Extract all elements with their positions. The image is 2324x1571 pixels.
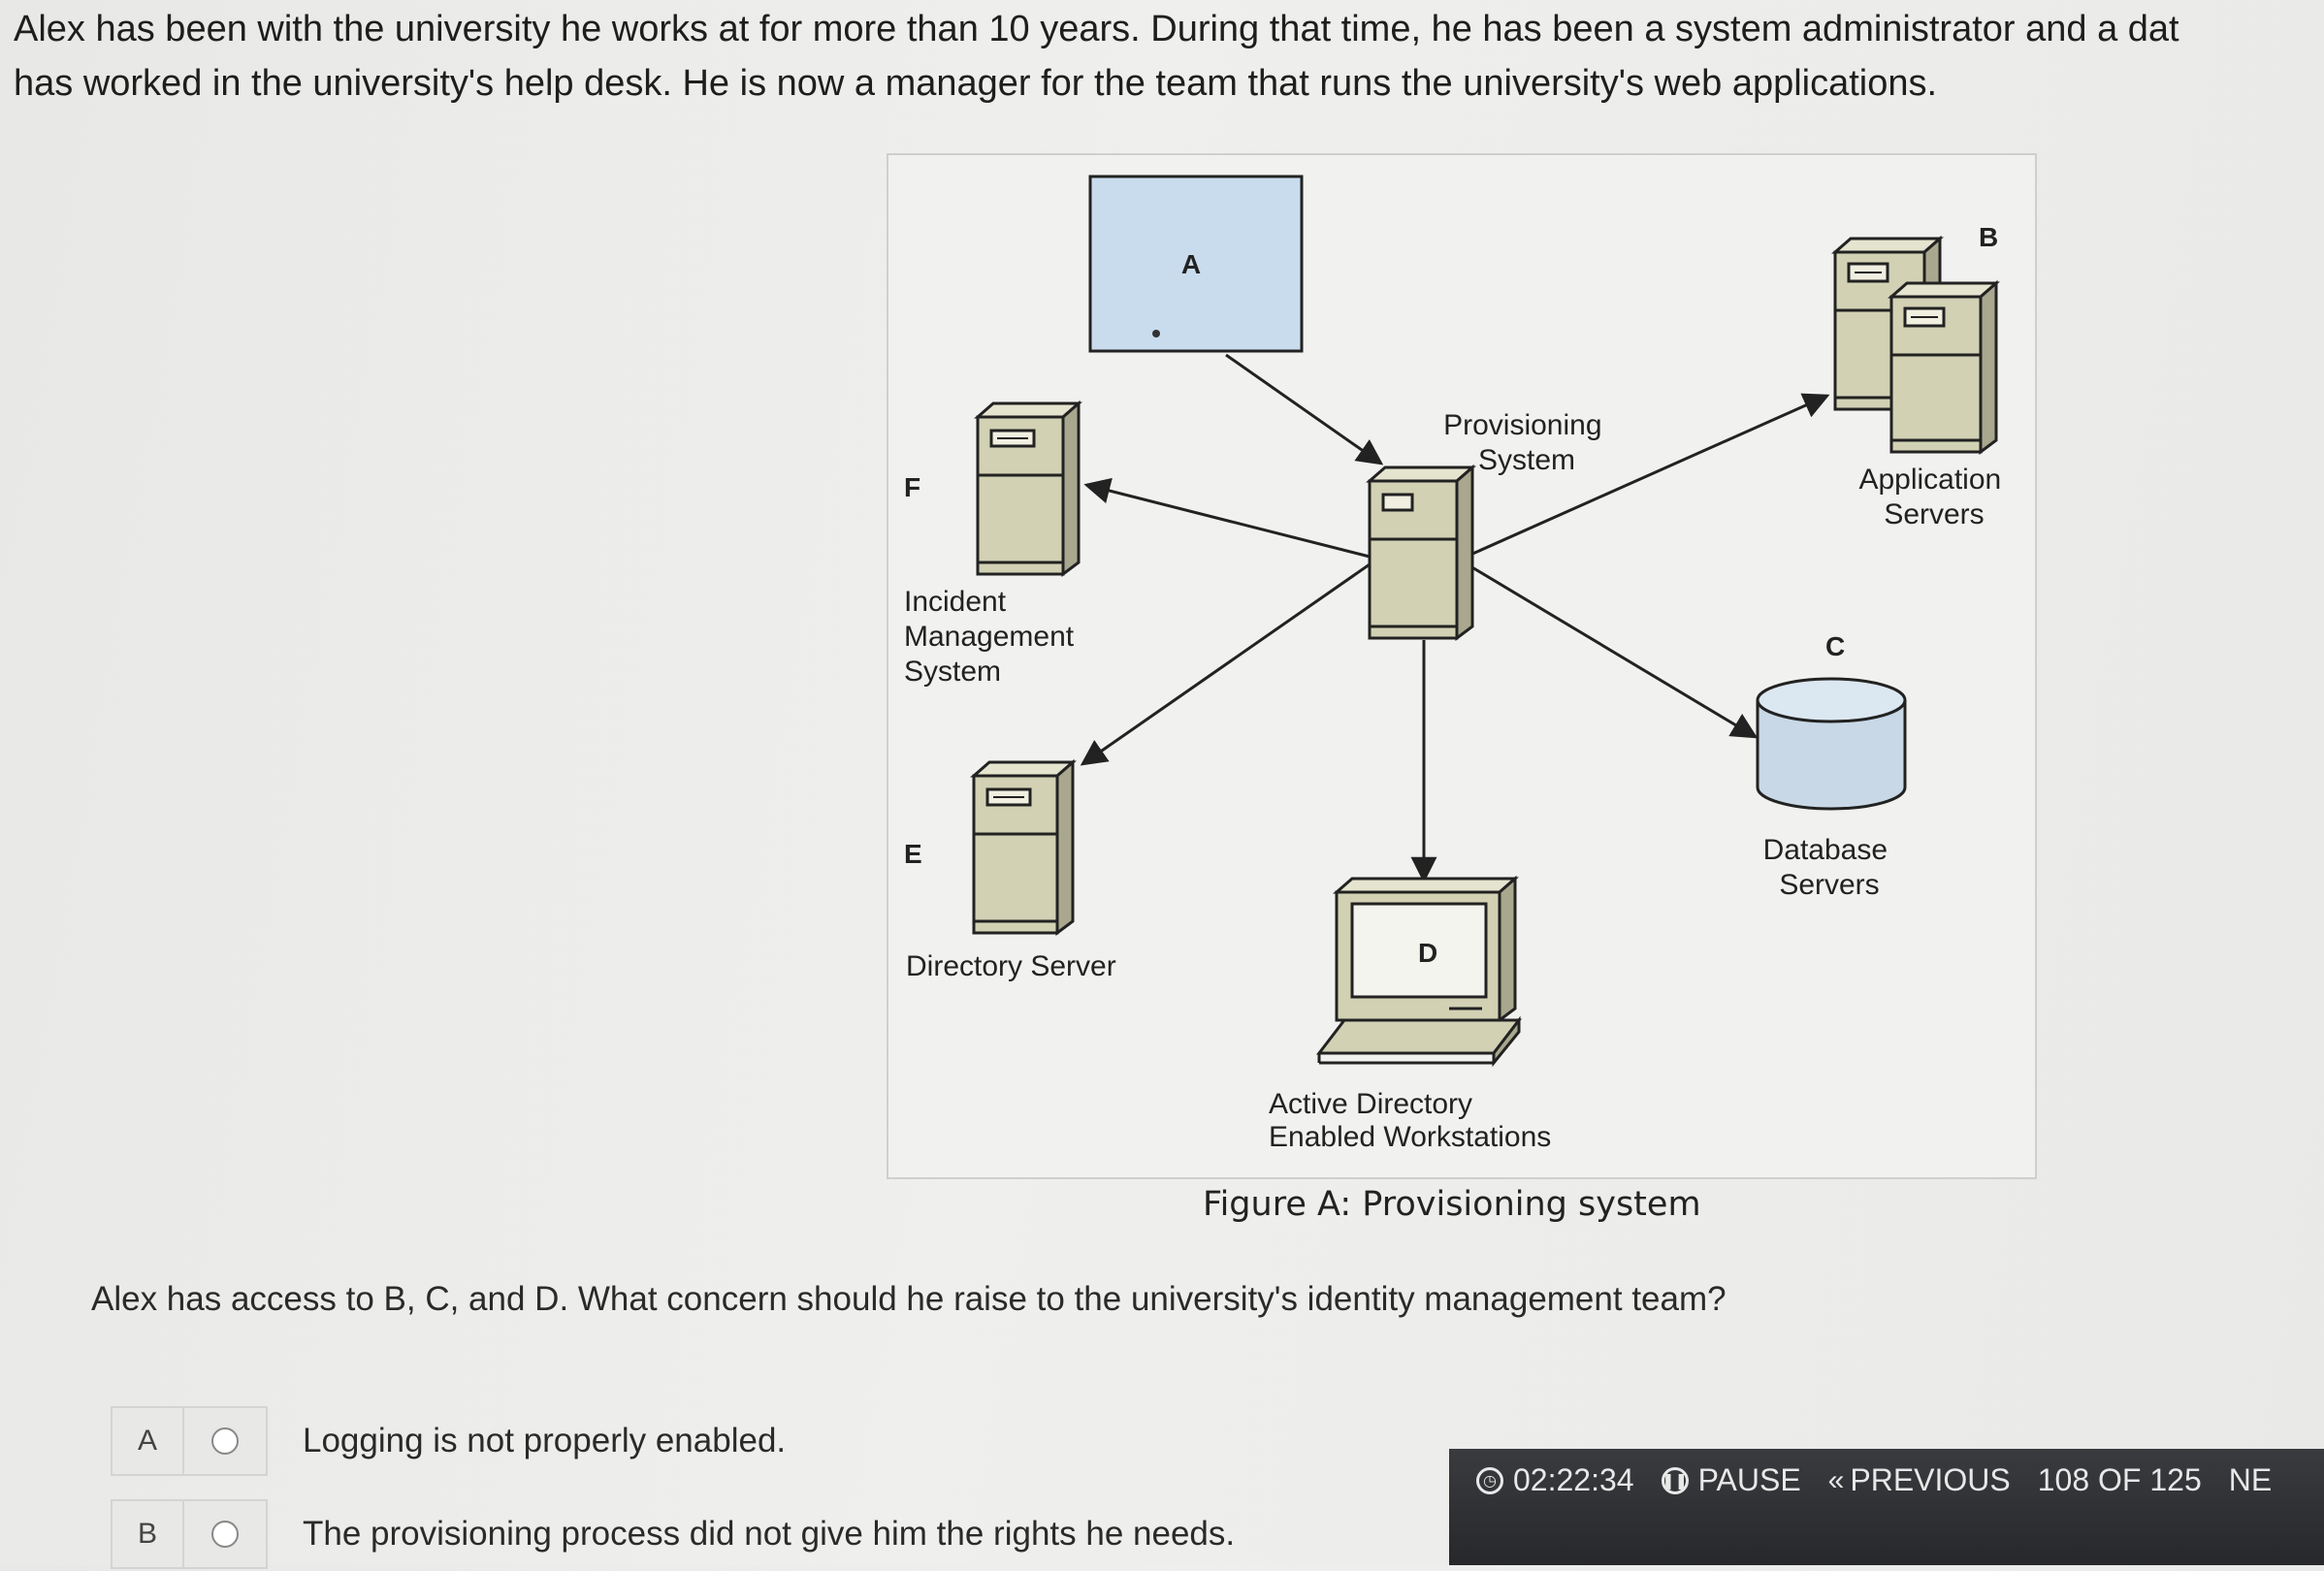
node-b-application-servers-icon — [1831, 235, 2000, 455]
arrow-a-to-provisioning — [1225, 353, 1384, 465]
exam-toolbar: ◷ 02:22:34 ❚❚ PAUSE « PREVIOUS 108 OF 12… — [1449, 1449, 2324, 1565]
next-button[interactable]: NE — [2229, 1462, 2272, 1498]
answer-option-a[interactable]: A Logging is not properly enabled. — [111, 1404, 786, 1478]
label-incident-management: Incident Management System — [904, 586, 1081, 688]
previous-label: PREVIOUS — [1850, 1462, 2011, 1497]
label-workstations: Active Directory Enabled Workstations — [1269, 1088, 1551, 1153]
progress-label: 108 OF 125 — [2037, 1462, 2202, 1497]
provisioning-diagram: A F Incident Management System — [904, 175, 2009, 1153]
label-b: B — [1979, 222, 1998, 252]
question-progress: 108 OF 125 — [2038, 1462, 2202, 1498]
option-letter: A — [111, 1406, 184, 1476]
previous-button[interactable]: « PREVIOUS — [1828, 1462, 2011, 1498]
node-c-database-icon — [1756, 677, 1907, 811]
intro-line-1: Alex has been with the university he wor… — [14, 9, 2179, 49]
arrow-provisioning-to-c — [1469, 564, 1759, 739]
label-b-line-2: Servers — [1884, 498, 1984, 530]
question-intro: Alex has been with the university he wor… — [14, 2, 2322, 111]
double-chevron-left-icon: « — [1827, 1463, 1845, 1496]
label-application-servers: Application Servers — [1858, 464, 2009, 530]
pause-icon: ❚❚ — [1661, 1466, 1689, 1494]
provisioning-figure: A F Incident Management System — [887, 153, 2037, 1179]
label-e: E — [904, 839, 922, 869]
option-b-radio[interactable] — [184, 1499, 268, 1569]
label-database-servers: Database Servers — [1763, 834, 1896, 901]
clock-icon: ◷ — [1476, 1466, 1503, 1494]
radio-circle-icon — [211, 1427, 239, 1455]
label-d: D — [1418, 938, 1437, 968]
node-f-server-icon — [974, 400, 1082, 577]
timer: ◷ 02:22:34 — [1476, 1462, 1634, 1498]
answer-option-b[interactable]: B The provisioning process did not give … — [111, 1497, 1235, 1571]
node-e-server-icon — [970, 758, 1077, 936]
option-b-text: The provisioning process did not give hi… — [303, 1515, 1236, 1553]
label-c-line-1: Database — [1763, 834, 1888, 866]
label-f: F — [904, 472, 920, 502]
label-a: A — [1181, 249, 1201, 279]
question-text: Alex has access to B, C, and D. What con… — [91, 1280, 1727, 1318]
next-label: NE — [2228, 1462, 2273, 1497]
label-f-line-1: Incident — [904, 586, 1007, 618]
figure-caption: Figure A: Provisioning system — [1203, 1185, 1701, 1224]
node-provisioning-server-icon — [1366, 464, 1476, 641]
radio-circle-icon — [211, 1521, 239, 1548]
pause-label: PAUSE — [1697, 1462, 1801, 1497]
arrow-provisioning-to-b — [1469, 393, 1830, 557]
intro-line-2: has worked in the university's help desk… — [14, 63, 1938, 104]
timer-value: 02:22:34 — [1513, 1462, 1634, 1497]
option-letter: B — [111, 1499, 184, 1569]
label-c: C — [1825, 631, 1845, 661]
label-d-line-2: Enabled Workstations — [1269, 1121, 1551, 1153]
label-d-line-1: Active Directory — [1269, 1088, 1472, 1120]
label-c-line-2: Servers — [1779, 869, 1879, 901]
arrow-provisioning-to-f — [1083, 477, 1371, 559]
label-directory-server: Directory Server — [906, 950, 1116, 982]
arrow-provisioning-to-e — [1080, 562, 1371, 766]
label-f-line-2: Management — [904, 621, 1075, 653]
label-provisioning-line-1: Provisioning — [1443, 409, 1601, 441]
label-provisioning-system: Provisioning System — [1443, 409, 1610, 476]
label-f-line-3: System — [904, 656, 1001, 688]
label-provisioning-line-2: System — [1478, 444, 1575, 476]
node-a-monitor: A — [1088, 175, 1304, 353]
option-a-radio[interactable] — [184, 1406, 268, 1476]
option-a-text: Logging is not properly enabled. — [303, 1422, 787, 1459]
label-b-line-1: Application — [1858, 464, 2001, 496]
node-d-workstation-icon — [1315, 875, 1523, 1068]
pause-button[interactable]: ❚❚ PAUSE — [1661, 1462, 1801, 1498]
